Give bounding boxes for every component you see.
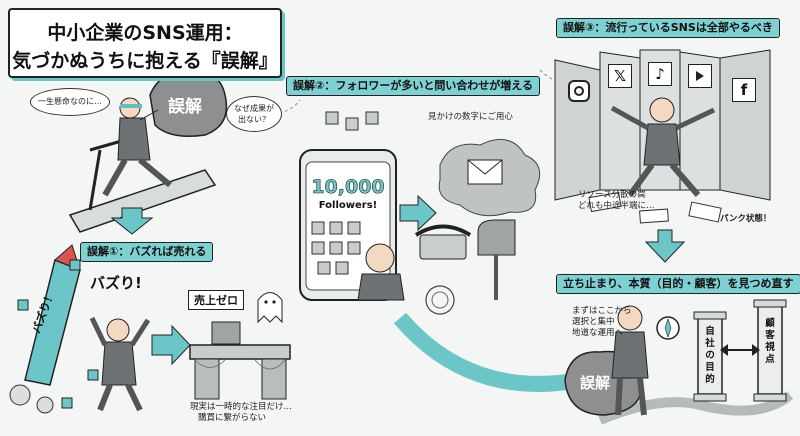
pillar-left <box>693 311 727 402</box>
solution-caption-3: 地道な運用へ <box>572 328 624 338</box>
bot-crowd <box>311 111 379 275</box>
myth3-caption-2: どれも中途半端に… <box>578 201 655 211</box>
standing-businessman <box>611 305 649 416</box>
myth2-banner: 誤解②：フォロワーが多いと問い合わせが増える <box>286 76 540 96</box>
compass-icon <box>656 316 680 340</box>
myth1-caption-1: 現実は一時的な注目だけ… <box>190 402 293 412</box>
mailbox-icon <box>477 219 516 300</box>
myth1-caption-2: 購買に繋がらない <box>198 413 267 423</box>
myth-rock-label: 誤解 <box>168 97 202 117</box>
thinking-businessman <box>357 243 405 301</box>
pillar-label-customer: 顧客視点 <box>765 318 775 365</box>
rocket <box>9 244 81 414</box>
youtube-icon <box>688 64 712 88</box>
scattered-papers <box>588 191 722 224</box>
followers-count: 10,000 <box>311 176 385 199</box>
sales-zero-sign: 売上ゼロ <box>188 290 244 310</box>
solution-banner: 立ち止まり、本質（目的・顧客）を見つめ直す <box>556 274 800 294</box>
myth3-caption-1: リソース分散の罠 <box>578 190 646 200</box>
title-line-1: 中小企業のSNS運用： <box>47 22 243 44</box>
thought-bubble-right: なぜ成果が出ない？ <box>226 96 282 132</box>
myth2-caution: 見かけの数字にご用心 <box>428 112 513 122</box>
solution-caption-2: 選択と集中 <box>572 317 615 327</box>
ghost-icon <box>257 292 283 324</box>
social-icons-burst <box>17 259 99 409</box>
curved-arrow <box>393 312 582 392</box>
cheering-businessman <box>89 316 151 412</box>
double-arrow-icon <box>720 344 760 356</box>
myth3-banner: 誤解③：流行っているSNSは全部やるべき <box>556 18 780 38</box>
panic-label: パンク状態！ <box>720 214 772 224</box>
buzz-shout: バズり! <box>90 274 142 292</box>
tumbleweed-icon <box>425 285 455 315</box>
title-box: 中小企業のSNS運用： 気づかぬうちに抱える『誤解』 <box>8 8 282 78</box>
followers-label: Followers! <box>318 200 378 211</box>
pillar-right <box>753 299 787 402</box>
solution-caption-1: まずはここから <box>572 306 632 316</box>
empty-desk <box>189 321 291 400</box>
title-line-2: 気づかぬうちに抱える『誤解』 <box>12 50 278 72</box>
pillar-label-purpose: 自社の目的 <box>705 326 715 385</box>
facebook-icon: f <box>732 78 756 102</box>
telephone-icon <box>414 224 472 260</box>
dust-cloud <box>438 138 541 217</box>
arrow-down-icon <box>644 229 686 263</box>
tiktok-icon: ♪ <box>648 62 672 86</box>
solution-rock-label: 誤解 <box>580 374 611 392</box>
guide-arrow <box>539 69 556 81</box>
arrow-right-icon <box>399 194 437 232</box>
arrow-right-icon <box>151 324 191 366</box>
instagram-icon <box>568 80 590 102</box>
myth1-banner: 誤解①：バズれば売れる <box>80 242 214 262</box>
thought-bubble-left: 一生懸命なのに… <box>30 88 110 116</box>
stressed-businessman <box>610 97 716 197</box>
x-icon: 𝕏 <box>608 64 632 88</box>
winding-path <box>598 391 794 425</box>
arrow-down-icon <box>110 207 154 235</box>
running-businessman <box>102 97 172 197</box>
